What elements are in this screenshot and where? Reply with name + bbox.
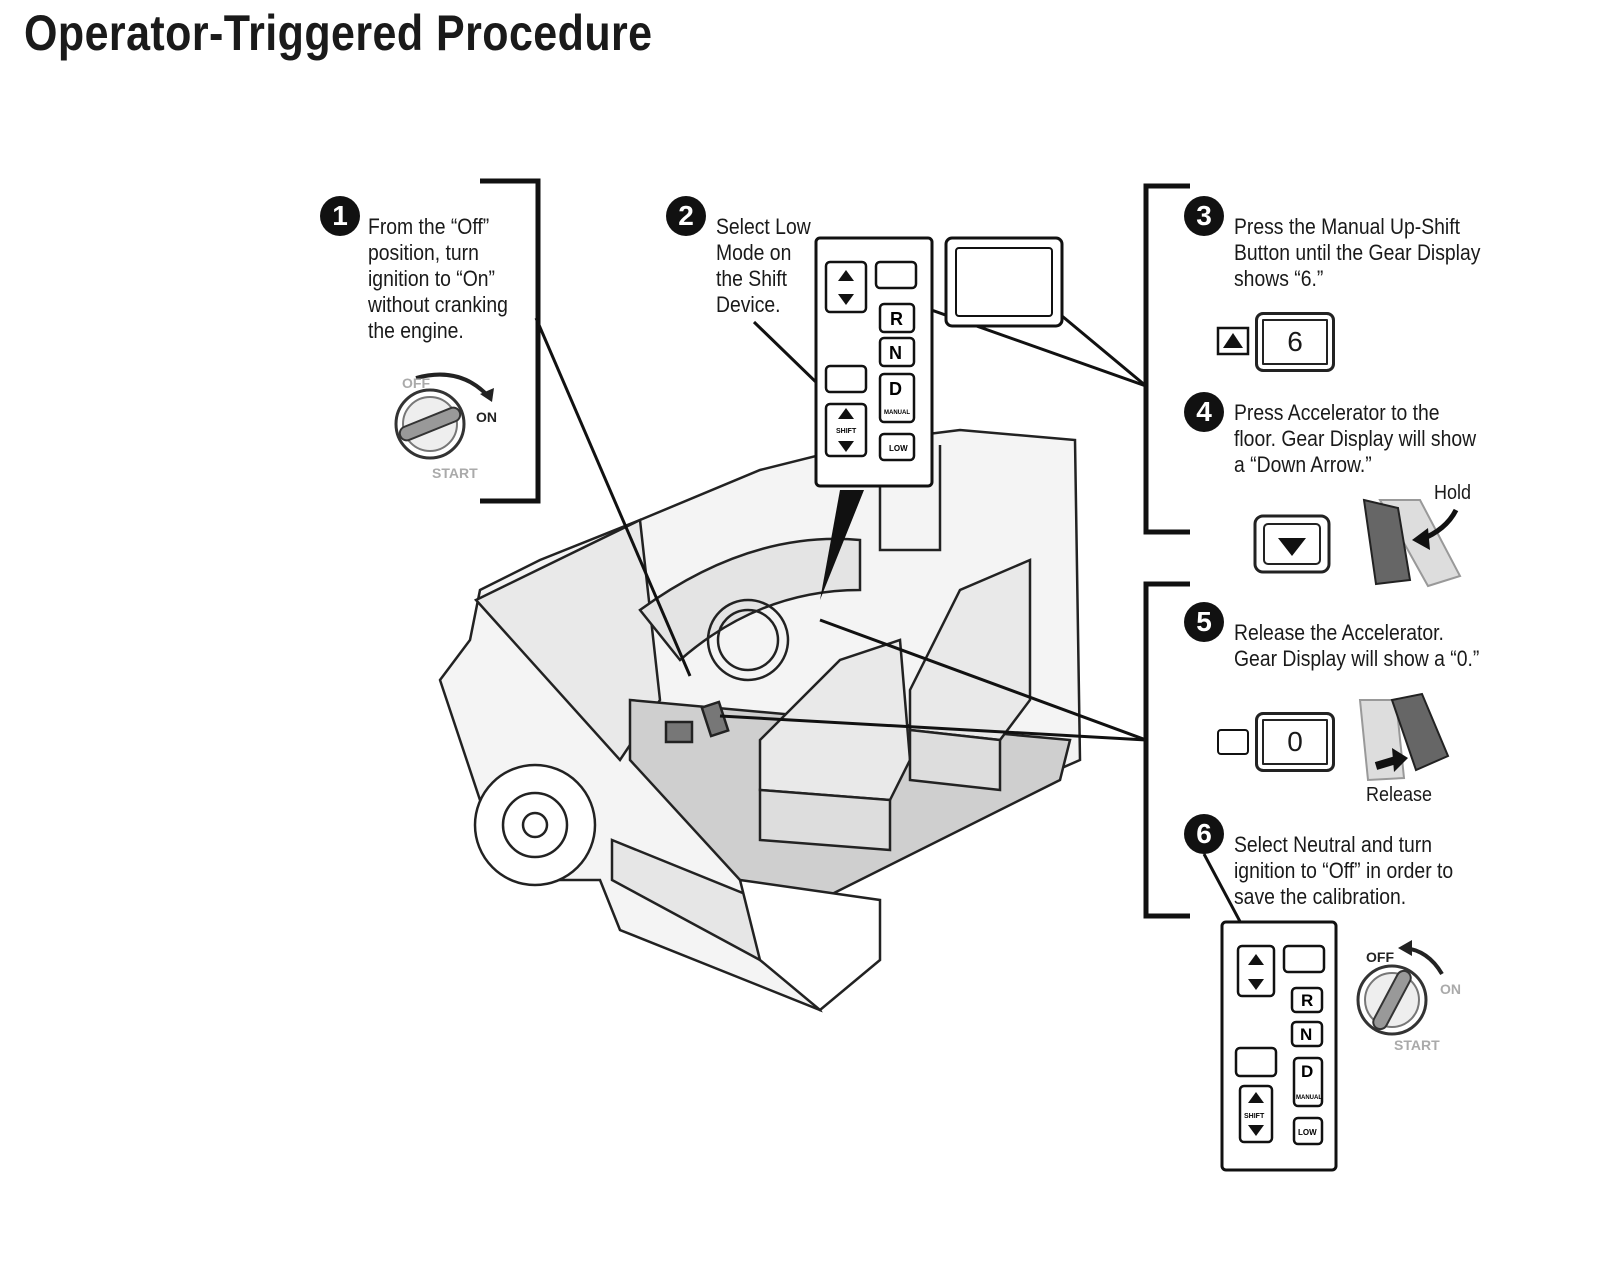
step-5-badge: 5: [1184, 602, 1224, 642]
ignition-on-label: ON: [476, 409, 497, 425]
step-5-text: Release the Accelerator. Gear Display wi…: [1234, 620, 1480, 671]
shift6-n-label: N: [1300, 1025, 1312, 1044]
hold-label: Hold: [1434, 482, 1472, 504]
shift6-manual-label: MANUAL: [1296, 1095, 1322, 1101]
shift-d-label: D: [889, 379, 902, 399]
shift-manual-label: MANUAL: [884, 410, 910, 416]
truck-cab: [438, 428, 1082, 1013]
bracket-steps-3-4: [1143, 183, 1190, 535]
up-arrow-icon: [1216, 326, 1250, 356]
shift6-low-label: LOW: [1298, 1128, 1317, 1137]
step-4-text: Press Accelerator to the floor. Gear Dis…: [1234, 400, 1477, 477]
step-1-text: From the “Off” position, turn ignition t…: [368, 214, 508, 343]
step-6-badge: 6: [1184, 814, 1224, 854]
step-4-badge: 4: [1184, 392, 1224, 432]
callout-pointer: [820, 490, 864, 600]
gear-display-zero: 0: [1255, 712, 1335, 772]
shift-r-label: R: [890, 309, 903, 329]
ignition-off-label: OFF: [402, 375, 430, 391]
step-3-badge: 3: [1184, 196, 1224, 236]
release-label: Release: [1366, 784, 1433, 806]
ignition-key-icon: [394, 372, 494, 460]
step-1-badge: 1: [320, 196, 360, 236]
step-2-badge: 2: [666, 196, 706, 236]
shift-shift-label: SHIFT: [836, 428, 857, 435]
shift-n-label: N: [889, 343, 902, 363]
shift-device-step6: [1220, 920, 1338, 1172]
pedal-icon-release: [1358, 692, 1450, 782]
pedal-icon-hold: [1362, 498, 1462, 588]
shift6-shift-label: SHIFT: [1244, 1113, 1265, 1120]
ignition-key-icon-step6: [1356, 940, 1444, 1036]
step-3-text: Press the Manual Up-Shift Button until t…: [1234, 214, 1481, 291]
gear-display-six: 6: [1255, 312, 1335, 372]
bracket-steps-5-6: [1143, 581, 1190, 919]
step-2-text: Select Low Mode on the Shift Device.: [716, 214, 811, 317]
ignition6-off-label: OFF: [1366, 949, 1394, 965]
bracket-step-1: [480, 178, 541, 504]
shift6-r-label: R: [1301, 991, 1313, 1010]
shift6-d-label: D: [1301, 1062, 1313, 1081]
down-arrow-icon: [1253, 514, 1331, 574]
ignition6-on-label: ON: [1440, 981, 1461, 997]
ignition6-start-label: START: [1394, 1037, 1440, 1053]
ignition-start-label: START: [432, 465, 478, 481]
page-title: Operator-Triggered Procedure: [24, 5, 653, 61]
shift-low-label: LOW: [889, 444, 908, 453]
step-6-text: Select Neutral and turn ignition to “Off…: [1234, 832, 1454, 909]
shift-device-main: [814, 236, 934, 488]
blank-indicator: [1217, 729, 1249, 755]
